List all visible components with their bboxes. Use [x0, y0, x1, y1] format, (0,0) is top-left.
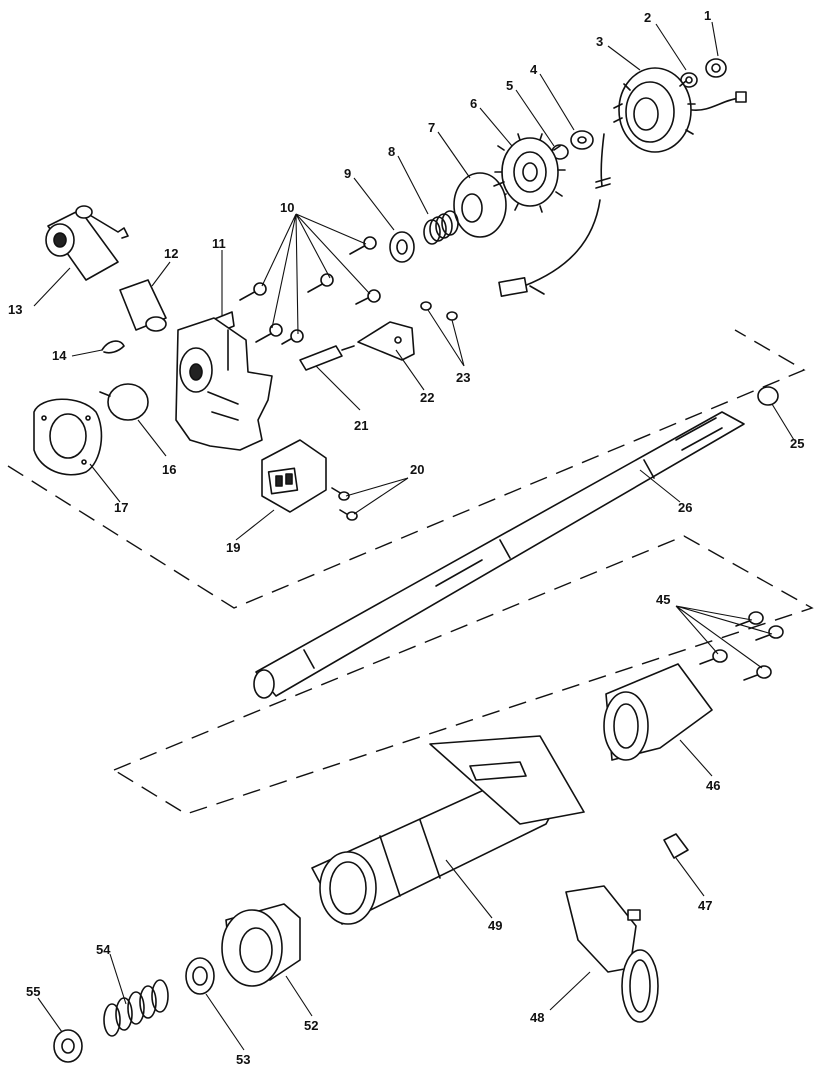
callout-45: 45	[656, 592, 670, 607]
part-25-ring	[757, 386, 779, 406]
part-8-spring	[423, 210, 459, 245]
part-45-bolts	[699, 611, 784, 681]
lock-housing	[175, 317, 273, 451]
callout-10: 10	[280, 200, 294, 215]
part-12-sleeve	[119, 279, 167, 332]
callout-54: 54	[96, 942, 111, 957]
part-3-coil-assembly	[498, 67, 747, 297]
part-7-plate	[453, 172, 507, 238]
callout-4: 4	[530, 62, 538, 77]
part-16-switch	[99, 383, 149, 421]
callout-7: 7	[428, 120, 435, 135]
part-4-washer	[570, 130, 594, 150]
callout-20: 20	[410, 462, 424, 477]
part-20-screws	[331, 487, 358, 521]
callout-12: 12	[164, 246, 178, 261]
callout-25: 25	[790, 436, 804, 451]
callout-3: 3	[596, 34, 603, 49]
leader-lines	[33, 21, 795, 1051]
part-6-cam	[494, 133, 566, 213]
part-46-bracket	[603, 663, 713, 761]
callout-1: 1	[704, 8, 711, 23]
part-10-screws	[239, 236, 381, 345]
callout-52: 52	[304, 1018, 318, 1033]
part-49-column-jacket	[311, 735, 585, 925]
part-2-washer	[680, 72, 698, 88]
callout-47: 47	[698, 898, 712, 913]
part-23-screws	[420, 301, 458, 321]
callout-5: 5	[506, 78, 513, 93]
part-1-nut	[705, 58, 727, 78]
upper-group-dashed-outline	[7, 329, 806, 609]
callout-53: 53	[236, 1052, 250, 1067]
callout-14: 14	[52, 348, 67, 363]
part-14-clip	[101, 340, 125, 354]
callout-6: 6	[470, 96, 477, 111]
part-9-bearing	[389, 231, 415, 263]
part-53-bearing	[185, 957, 215, 995]
callout-21: 21	[354, 418, 368, 433]
callout-2: 2	[644, 10, 651, 25]
part-22-sector	[357, 321, 415, 361]
callout-48: 48	[530, 1010, 544, 1025]
callout-55: 55	[26, 984, 40, 999]
callout-8: 8	[388, 144, 395, 159]
part-54-spring	[103, 979, 169, 1037]
part-19-dimmer-switch	[261, 439, 327, 513]
callout-49: 49	[488, 918, 502, 933]
part-13-lock-cylinder	[45, 205, 129, 281]
part-26-steering-shaft	[253, 411, 745, 699]
part-17-plate	[33, 398, 103, 476]
callout-16: 16	[162, 462, 176, 477]
callout-22: 22	[420, 390, 434, 405]
part-47-clip	[663, 833, 689, 859]
callout-13: 13	[8, 302, 22, 317]
callout-46: 46	[706, 778, 720, 793]
part-48-bracket	[565, 885, 659, 1023]
callout-9: 9	[344, 166, 351, 181]
callout-17: 17	[114, 500, 128, 515]
part-55-ring	[53, 1029, 83, 1063]
callout-19: 19	[226, 540, 240, 555]
lower-group-dashed-outline	[112, 535, 814, 815]
callout-23: 23	[456, 370, 470, 385]
callout-11: 11	[212, 236, 226, 251]
part-52-housing	[221, 903, 301, 987]
part-21-actuator	[299, 345, 355, 371]
callout-26: 26	[678, 500, 692, 515]
